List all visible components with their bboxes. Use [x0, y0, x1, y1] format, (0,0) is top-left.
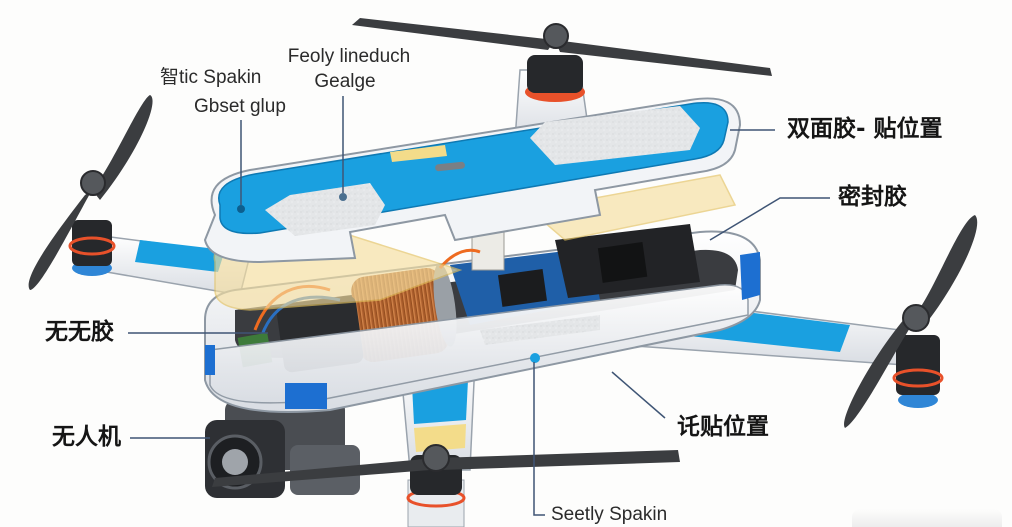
watermark-fade	[852, 509, 1002, 527]
arm-yellow-tape-front	[414, 424, 466, 452]
arm-blue-tape-left	[135, 240, 225, 272]
callout-dot-pad	[339, 193, 347, 201]
propeller-blade	[212, 458, 436, 487]
rotor-front	[212, 444, 680, 527]
rotor-right	[844, 215, 978, 428]
plate-slot	[435, 161, 465, 172]
callout-line-seetly	[533, 362, 545, 516]
propeller-blade	[92, 95, 153, 200]
body-blue-marker	[285, 383, 327, 409]
prop-hub	[543, 23, 569, 49]
prop-hub	[80, 170, 106, 196]
label-top-center-1: Feoly lineduch	[287, 46, 411, 67]
callout-line-position	[611, 371, 666, 419]
prop-hub	[902, 304, 930, 332]
callout-line-sealant	[709, 197, 830, 241]
motor-base-right	[898, 392, 938, 408]
gimbal-camera	[205, 400, 360, 498]
label-sealant: 密封胶	[838, 184, 907, 210]
callout-lines	[128, 96, 830, 516]
adhesive-pad-left	[265, 183, 385, 236]
propeller-blade	[436, 450, 680, 470]
adhesive-pad-right	[530, 106, 700, 165]
label-drone: 无人机	[52, 424, 121, 450]
motor-top	[527, 55, 583, 93]
top-cover-plate	[203, 97, 742, 264]
label-top-center-2: Gealge	[314, 71, 376, 92]
plate-yellow-tape	[390, 145, 447, 162]
label-double-sided-tape: 双面胶- 贴位置	[787, 116, 943, 142]
prop-hub	[422, 444, 450, 472]
callout-dot-body	[530, 353, 540, 363]
callout-dot-plate-left	[237, 205, 245, 213]
propeller-blade	[844, 318, 915, 428]
gasket-strip	[480, 315, 600, 345]
mcu-chip	[497, 268, 548, 307]
label-bottom-center: Seetly Spakin	[551, 504, 668, 525]
motor-right	[896, 335, 940, 395]
propeller-blade	[555, 40, 772, 76]
propeller-blade	[352, 18, 555, 50]
propeller-blade	[28, 190, 93, 290]
label-top-left-2: Gbset glup	[194, 96, 286, 117]
body-blue-marker-right	[740, 252, 760, 300]
label-attach-position: 讬贴位置	[677, 414, 769, 440]
propeller-blade	[915, 215, 978, 325]
motor-left	[72, 220, 112, 266]
rotor-top	[352, 18, 772, 102]
label-no-glue: 无无胶	[45, 319, 114, 345]
rotor-left	[28, 95, 153, 290]
label-top-left-1: 智tic Spakin	[160, 67, 262, 88]
